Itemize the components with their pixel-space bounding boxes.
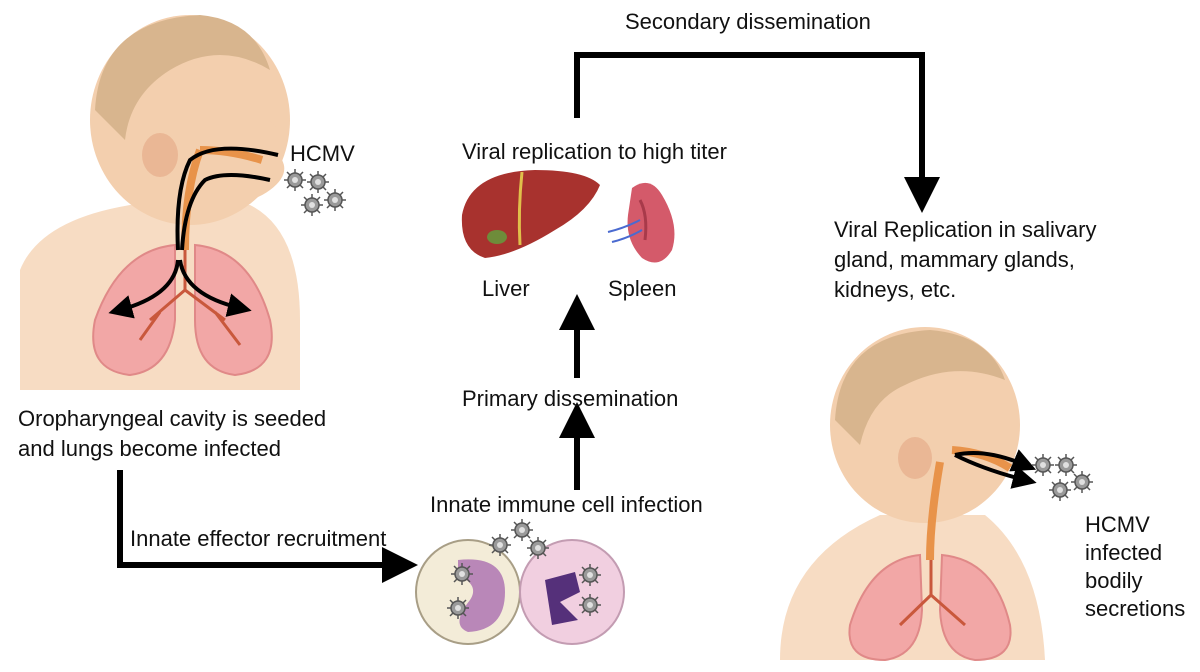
virus-cluster-top <box>283 168 347 217</box>
secretions-label-line4: secretions <box>1085 596 1186 621</box>
virus-particle-icon <box>488 533 512 557</box>
virus-particle-icon <box>446 596 470 620</box>
virus-particle-icon <box>306 170 330 194</box>
arrow-effector-recruitment <box>117 470 418 583</box>
infant-1-illustration <box>20 15 300 390</box>
spleen-icon <box>607 182 675 263</box>
virus-cluster-bottom <box>1031 453 1094 502</box>
hcmv-entry-label: HCMV <box>290 141 355 166</box>
effector-recruitment-label: Innate effector recruitment <box>130 526 387 551</box>
primary-dissemination-label: Primary dissemination <box>462 386 679 411</box>
infant-2-airway <box>926 446 1013 561</box>
arrow-secondary-dissemination <box>574 52 940 213</box>
liver-label: Liver <box>482 276 530 301</box>
infant-2-exit-arrow-1 <box>954 449 1037 472</box>
immune-cell-1-nucleus <box>458 559 505 632</box>
virus-particle-icon <box>1048 478 1072 502</box>
virus-particle-icon <box>510 518 534 542</box>
infant-1-entry-path <box>175 146 279 251</box>
secretions-label-line1: HCMV <box>1085 512 1150 537</box>
infant-2-hair <box>835 330 1005 445</box>
infant-2-exit-arrow-2 <box>954 453 1037 489</box>
virus-particle-icon <box>283 168 307 192</box>
immune-infection-label: Innate immune cell infection <box>430 492 703 517</box>
salivary-label-line1: Viral Replication in salivary <box>834 217 1097 242</box>
immune-cell-2-nucleus <box>545 572 580 625</box>
infant-2-illustration <box>780 327 1045 662</box>
liver-icon <box>461 170 600 258</box>
virus-particle-icon <box>578 563 602 587</box>
spleen-label: Spleen <box>608 276 677 301</box>
virus-particle-icon <box>300 193 324 217</box>
infant-1-hair <box>95 15 270 140</box>
salivary-label-line2: gland, mammary glands, <box>834 247 1075 272</box>
infant-1-ear <box>142 133 178 177</box>
salivary-label-line3: kidneys, etc. <box>834 277 957 302</box>
immune-cell-icon <box>415 518 625 645</box>
seeded-label-line1: Oropharyngeal cavity is seeded <box>18 406 327 431</box>
infant-2-ear <box>898 437 932 479</box>
infant-1-left-lung-arrow <box>108 259 180 319</box>
secondary-dissemination-label: Secondary dissemination <box>625 9 871 34</box>
virus-particle-icon <box>1070 470 1094 494</box>
seeded-label-line2: and lungs become infected <box>18 436 281 461</box>
virus-particle-icon <box>1031 453 1055 477</box>
infant-1-right-lung-arrow <box>178 259 252 317</box>
replication-high-titer-label: Viral replication to high titer <box>462 139 727 164</box>
virus-particle-icon <box>450 562 474 586</box>
secretions-label-line3: bodily <box>1085 568 1143 593</box>
virus-particle-icon <box>578 593 602 617</box>
lungs-icon <box>848 553 1012 662</box>
virus-particle-icon <box>526 536 550 560</box>
secretions-label-line2: infected <box>1085 540 1163 565</box>
virus-particle-icon <box>1054 453 1078 477</box>
virus-particle-icon <box>323 188 347 212</box>
infant-1-entry-path-2 <box>180 173 271 251</box>
